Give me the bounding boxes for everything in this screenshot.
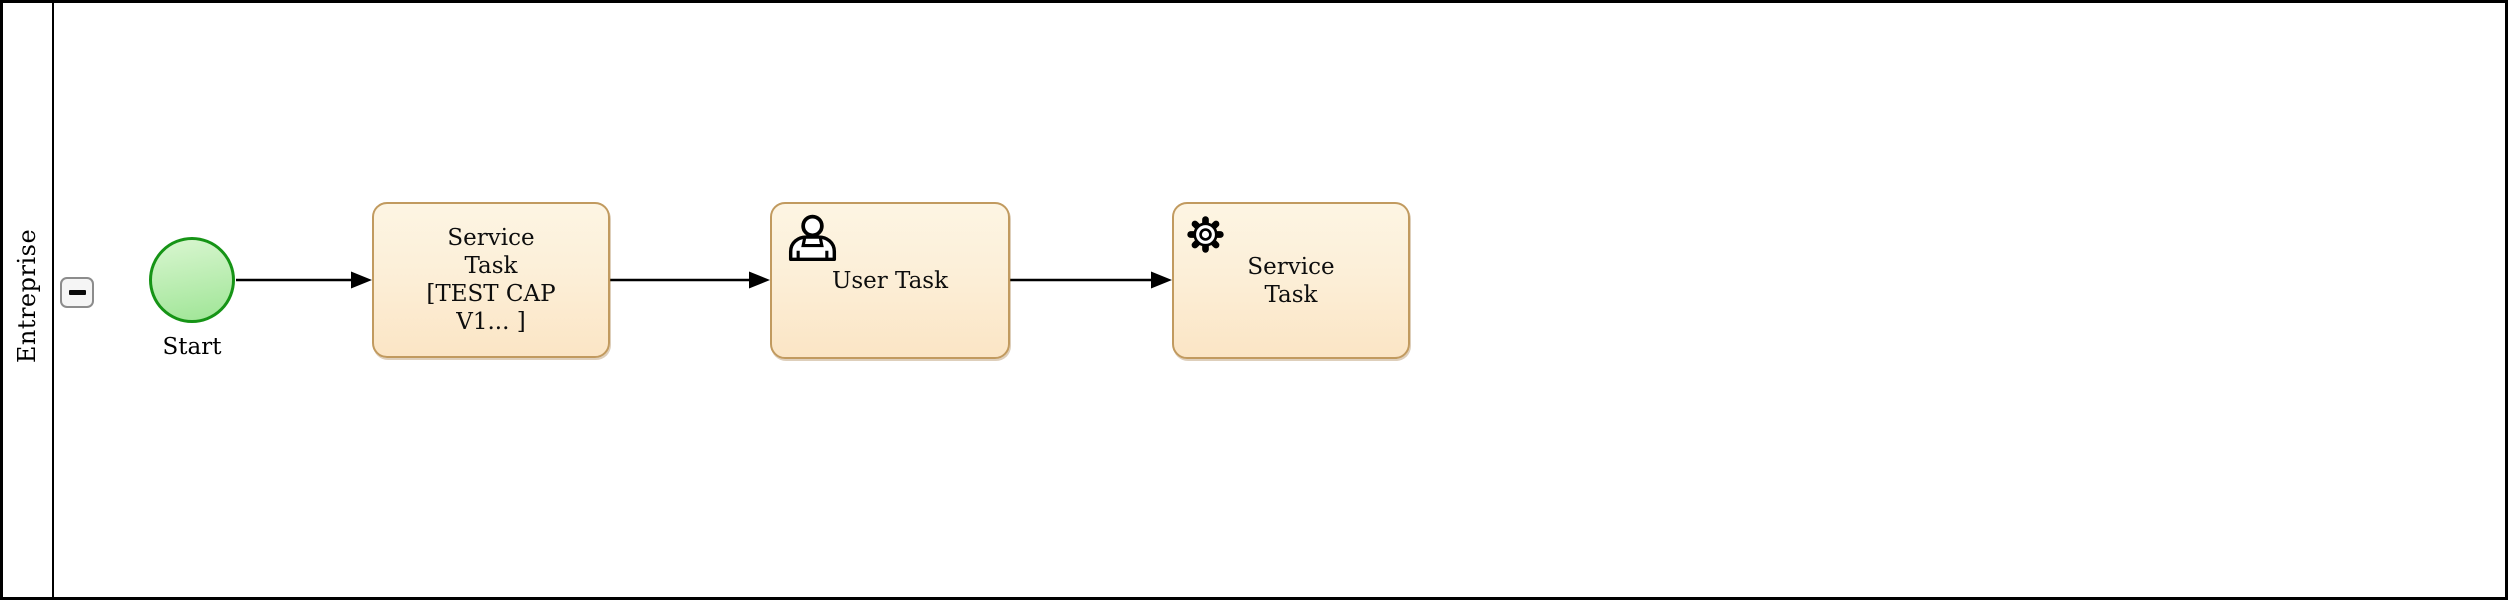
sequence-flow-usertask-to-task2[interactable] [1010, 271, 1172, 289]
task-label: Service Task [1247, 253, 1335, 308]
user-icon [788, 214, 837, 261]
task-label: User Task [831, 267, 949, 294]
task-service-2[interactable]: Service Task [1172, 202, 1410, 359]
minus-icon [68, 290, 86, 295]
start-event-circle[interactable] [149, 237, 235, 323]
start-event-label: Start [162, 334, 222, 360]
lane-collapse-button[interactable] [60, 277, 94, 308]
task-service-1[interactable]: Service Task [TEST CAP V1... ] [372, 202, 610, 358]
lane-divider [52, 3, 54, 597]
gear-icon [1187, 216, 1224, 253]
sequence-flow-start-to-task1[interactable] [236, 271, 372, 289]
task-label: Service Task [TEST CAP V1... ] [426, 225, 556, 335]
sequence-flow-layer [236, 271, 1172, 289]
sequence-flow-task1-to-usertask[interactable] [610, 271, 770, 289]
lane-title-strip: Entreprise [3, 3, 52, 597]
task-user[interactable]: User Task [770, 202, 1010, 359]
